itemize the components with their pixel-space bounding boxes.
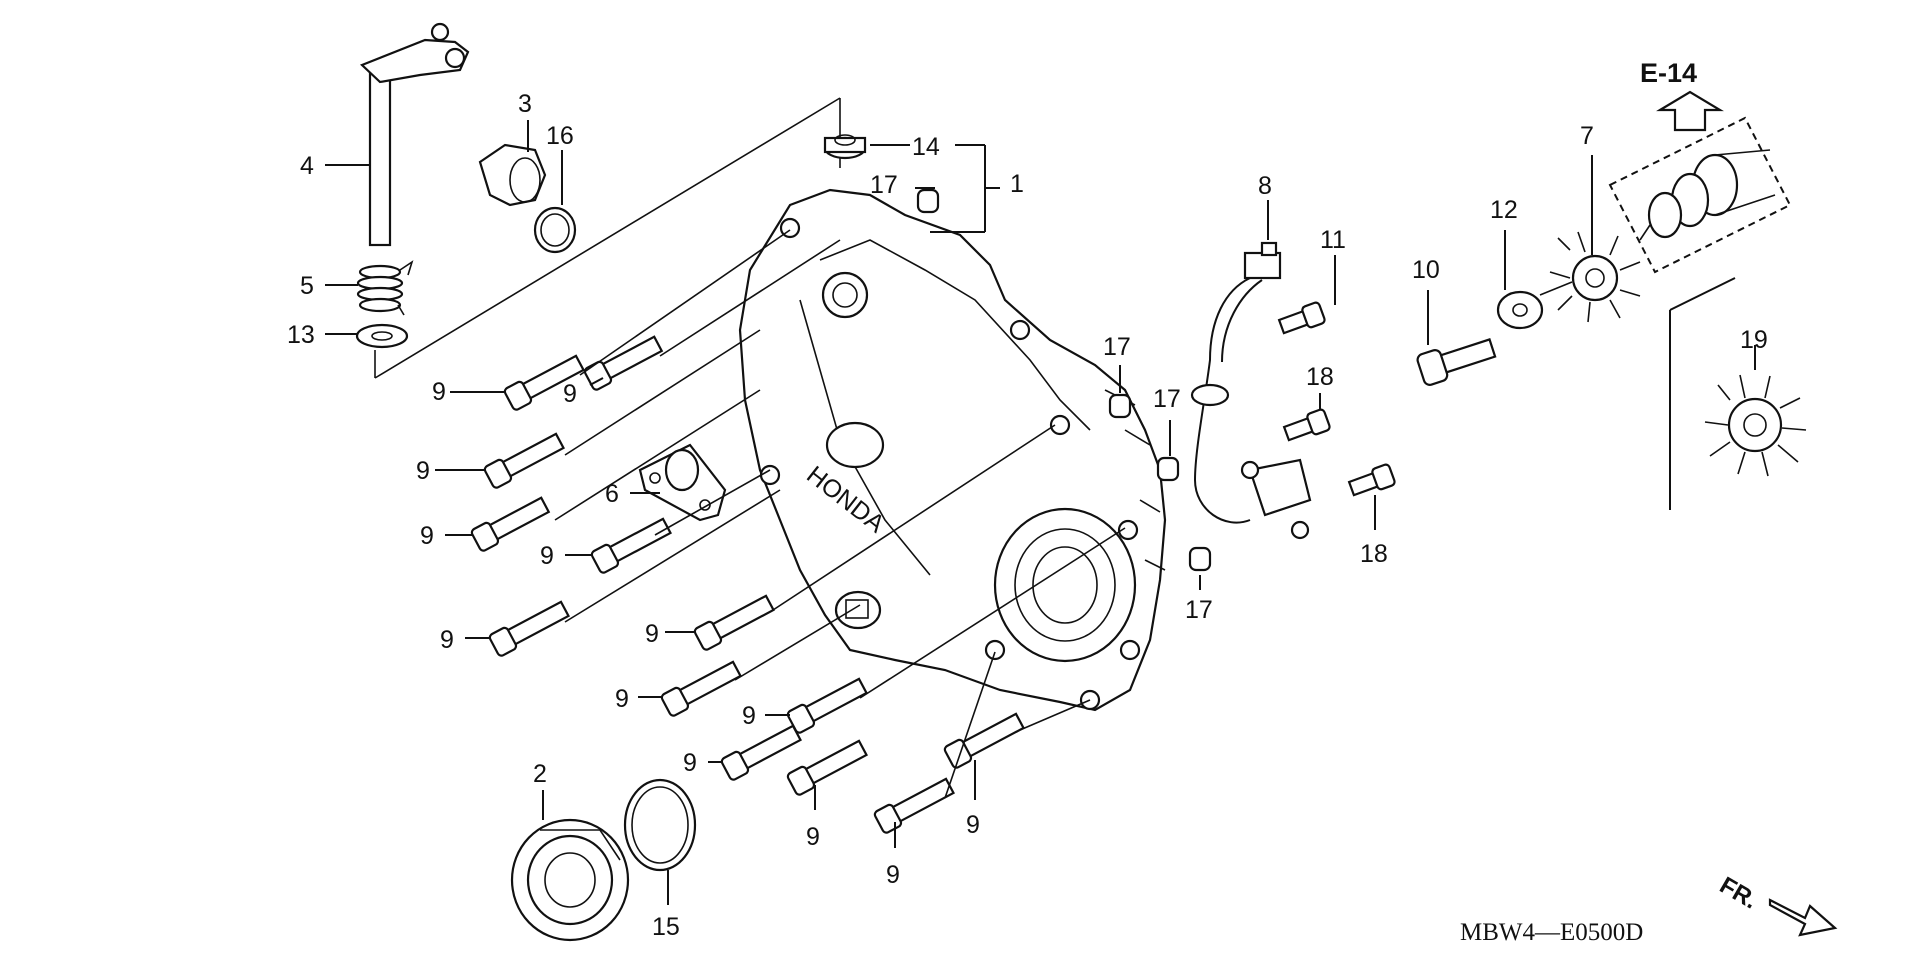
callout-7: 7 [1580, 122, 1594, 150]
callout-4: 4 [300, 152, 314, 180]
callout-9f: 9 [440, 626, 454, 654]
callout-9d: 9 [420, 522, 434, 550]
callout-3: 3 [518, 90, 532, 118]
reference-label: E-14 [1640, 58, 1697, 88]
part-14-seal [823, 134, 1000, 233]
callouts: 1 2 3 4 5 6 7 8 9 9 9 9 9 9 9 9 9 9 9 9 … [287, 90, 1768, 941]
part-12-washer [1496, 230, 1544, 330]
callout-9e: 9 [540, 542, 554, 570]
callout-17d: 17 [1185, 596, 1213, 624]
callout-1: 1 [1010, 170, 1024, 198]
callout-6: 6 [605, 480, 619, 508]
crankcase-cover: HONDA [738, 188, 1167, 712]
callout-10: 10 [1412, 256, 1440, 284]
callout-17a: 17 [870, 171, 898, 199]
part-19-rotor [1669, 277, 1807, 510]
part-3-cap [478, 120, 547, 207]
callout-8: 8 [1258, 172, 1272, 200]
part-7-rotor [1539, 155, 1641, 323]
part-17-dowels [915, 187, 1212, 590]
callout-16: 16 [546, 122, 574, 150]
callout-11: 11 [1320, 226, 1346, 254]
callout-9i: 9 [742, 702, 756, 730]
callout-2: 2 [533, 760, 547, 788]
callout-13: 13 [287, 321, 315, 349]
front-direction-arrow: FR. [1715, 872, 1838, 937]
callout-15: 15 [652, 913, 680, 941]
part-4-shaft [325, 22, 470, 247]
callout-19: 19 [1740, 326, 1768, 354]
part-15-o-ring [623, 778, 697, 905]
callout-9b: 9 [563, 380, 577, 408]
part-8-sensor [1190, 200, 1312, 540]
callout-18a: 18 [1306, 363, 1334, 391]
callout-9c: 9 [416, 457, 430, 485]
part-6-bracket [630, 443, 727, 522]
part-18-bolts [1282, 393, 1396, 530]
callout-9l: 9 [886, 861, 900, 889]
callout-9m: 9 [966, 811, 980, 839]
crankshaft-end [1608, 116, 1792, 274]
part-16-o-ring [533, 150, 577, 254]
callout-12: 12 [1490, 196, 1518, 224]
callout-5: 5 [300, 272, 314, 300]
callout-9h: 9 [615, 685, 629, 713]
part-9-bolts [435, 229, 1126, 848]
front-direction-label: FR. [1715, 872, 1762, 915]
callout-17b: 17 [1103, 333, 1131, 361]
callout-9a: 9 [432, 378, 446, 406]
part-13-washer [325, 323, 409, 349]
part-5-spring [325, 260, 414, 316]
part-11-bolt [1277, 255, 1336, 335]
callout-9g: 9 [645, 620, 659, 648]
callout-14: 14 [912, 133, 940, 161]
callout-17c: 17 [1153, 385, 1181, 413]
reference-arrow: E-14 [1640, 58, 1724, 132]
part-10-flange-bolt [1416, 290, 1497, 386]
callout-18b: 18 [1360, 540, 1388, 568]
diagram-code: MBW4—E0500D [1460, 919, 1643, 946]
callout-9j: 9 [683, 749, 697, 777]
part-2-plug [510, 790, 630, 942]
callout-9k: 9 [806, 823, 820, 851]
